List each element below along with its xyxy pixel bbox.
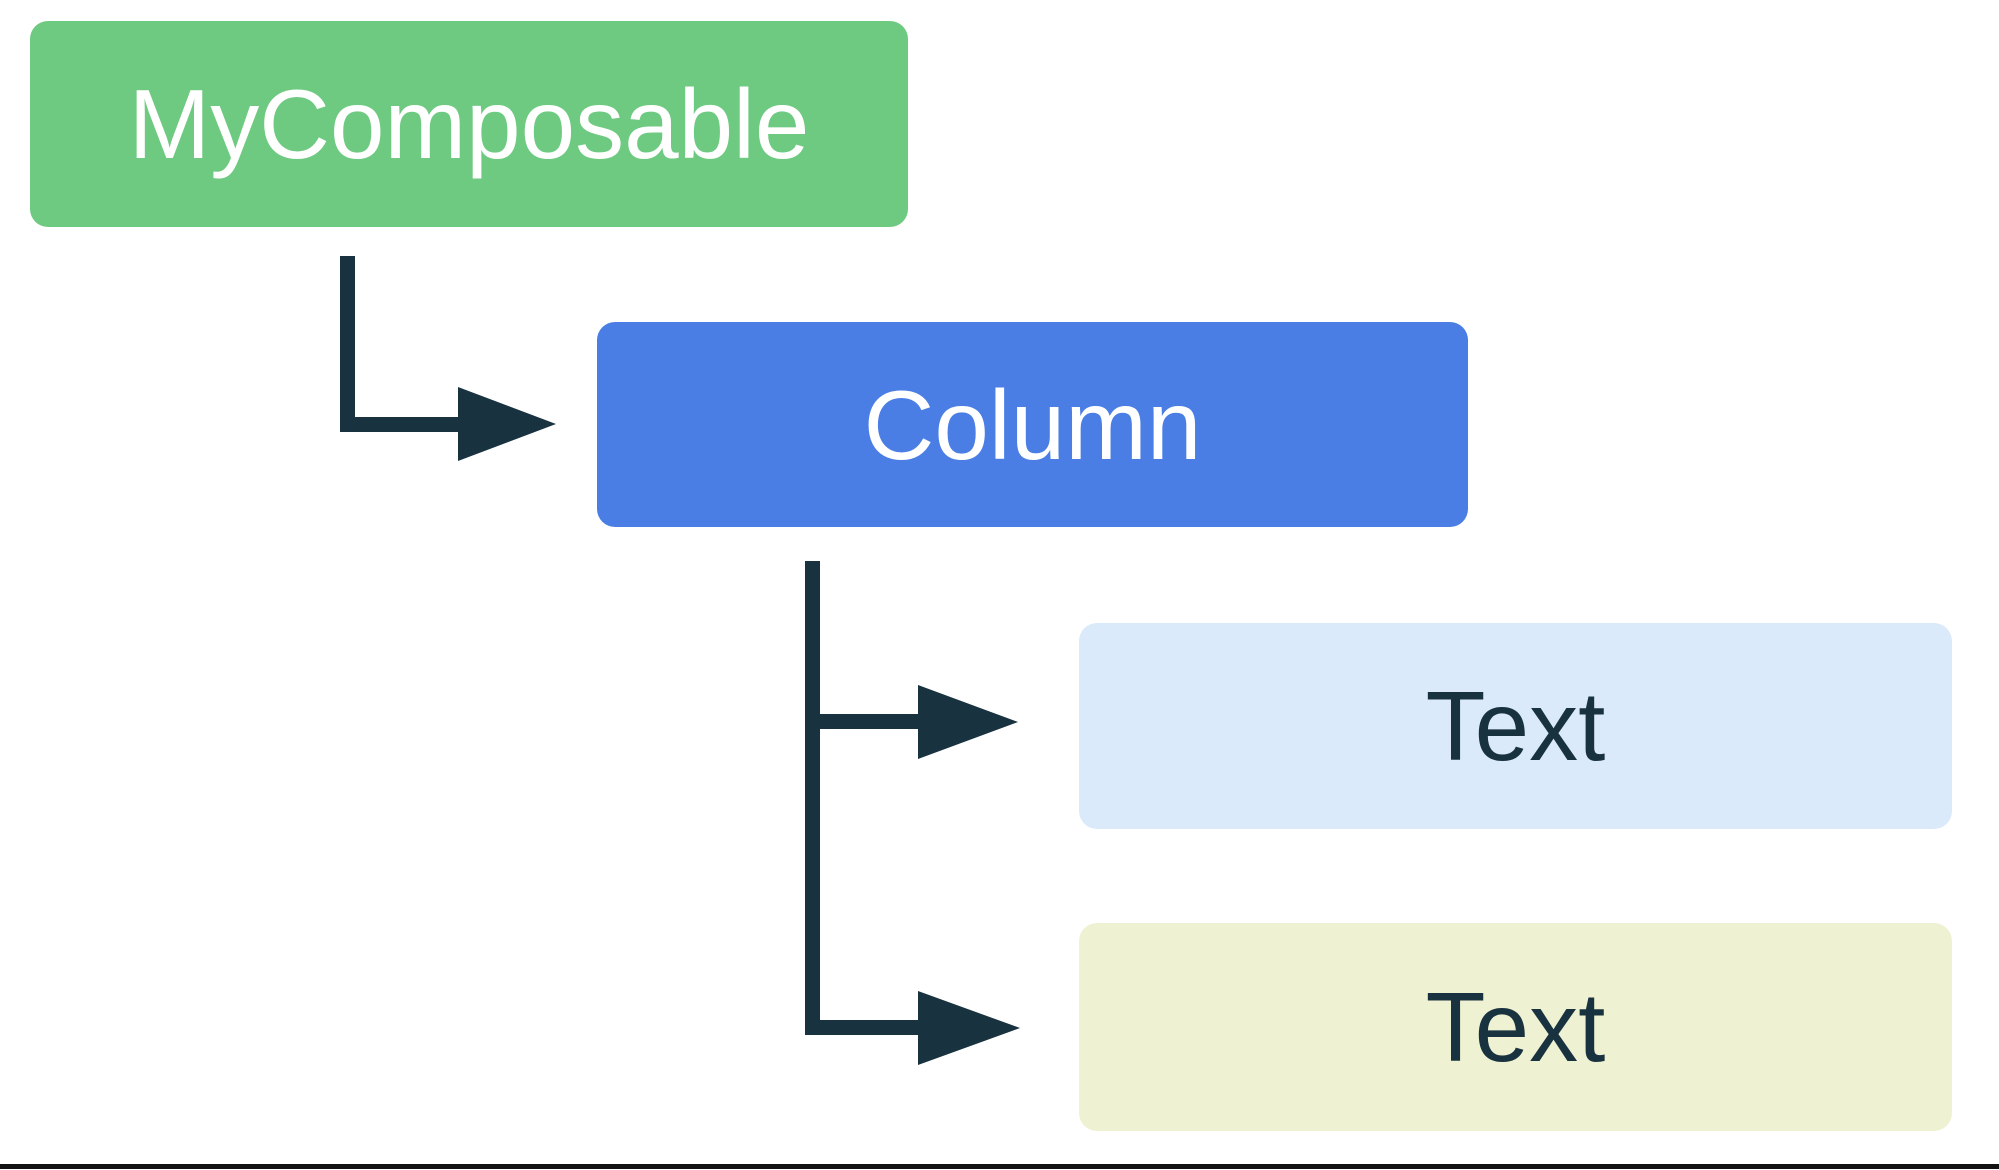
node-text-1: Text	[1079, 623, 1952, 829]
node-text-2-label: Text	[1425, 972, 1606, 1082]
bottom-border-line	[0, 1164, 1999, 1169]
node-mycomposable-label: MyComposable	[128, 69, 810, 179]
node-mycomposable: MyComposable	[30, 21, 908, 227]
node-text-2: Text	[1079, 923, 1952, 1131]
node-column: Column	[597, 322, 1468, 527]
node-column-label: Column	[863, 369, 1202, 480]
connector-trunk-column	[805, 561, 820, 1035]
connector-arrow-column-to-text-1	[805, 685, 1018, 759]
connector-arrow-column-to-text-2	[805, 991, 1020, 1065]
node-text-1-label: Text	[1425, 671, 1606, 781]
connector-arrow-mycomposable-to-column	[340, 256, 556, 461]
